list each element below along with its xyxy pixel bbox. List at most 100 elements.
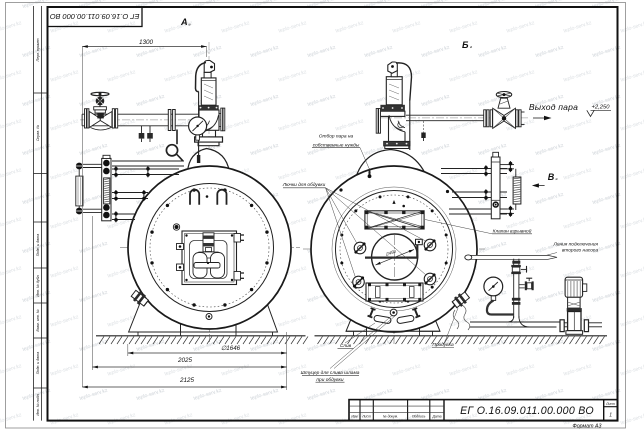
- svg-text:1300: 1300: [139, 39, 154, 46]
- svg-text:teplo-serv.kz: teplo-serv.kz: [107, 20, 137, 34]
- svg-text:teplo-serv.kz: teplo-serv.kz: [392, 363, 422, 377]
- svg-text:teplo-serv.kz: teplo-serv.kz: [563, 363, 593, 377]
- svg-text:teplo-serv.kz: teplo-serv.kz: [478, 0, 508, 10]
- svg-text:teplo-serv.kz: teplo-serv.kz: [193, 0, 223, 10]
- svg-text:Лист: Лист: [605, 402, 615, 406]
- svg-text:teplo-serv.kz: teplo-serv.kz: [449, 20, 479, 34]
- svg-text:teplo-serv.kz: teplo-serv.kz: [364, 339, 394, 353]
- svg-text:teplo-serv.kz: teplo-serv.kz: [421, 143, 451, 157]
- svg-text:teplo-serv.kz: teplo-serv.kz: [107, 363, 137, 377]
- svg-text:teplo-serv.kz: teplo-serv.kz: [193, 388, 223, 402]
- svg-text:teplo-serv.kz: teplo-serv.kz: [250, 143, 280, 157]
- svg-text:1: 1: [609, 413, 612, 419]
- svg-text:teplo-serv.kz: teplo-serv.kz: [535, 290, 565, 304]
- svg-text:teplo-serv.kz: teplo-serv.kz: [278, 118, 308, 132]
- svg-text:teplo-serv.kz: teplo-serv.kz: [22, 0, 52, 10]
- svg-text:teplo-serv.kz: teplo-serv.kz: [0, 412, 23, 426]
- svg-text:2025: 2025: [177, 357, 193, 364]
- svg-text:ЕГ О.16.09.011.00.000 ВО: ЕГ О.16.09.011.00.000 ВО: [50, 12, 140, 21]
- svg-text:teplo-serv.kz: teplo-serv.kz: [307, 94, 337, 108]
- svg-text:teplo-serv.kz: teplo-serv.kz: [506, 216, 536, 230]
- svg-text:teplo-serv.kz: teplo-serv.kz: [620, 69, 644, 83]
- svg-text:teplo-serv.kz: teplo-serv.kz: [535, 143, 565, 157]
- svg-text:teplo-serv.kz: teplo-serv.kz: [79, 0, 109, 10]
- svg-text:Дата: Дата: [432, 414, 442, 418]
- svg-text:teplo-serv.kz: teplo-serv.kz: [0, 265, 23, 279]
- svg-text:Выход пара: Выход пара: [529, 102, 578, 112]
- svg-text:при обдувки: при обдувки: [316, 377, 343, 383]
- svg-text:teplo-serv.kz: teplo-serv.kz: [221, 118, 251, 132]
- svg-text:teplo-serv.kz: teplo-serv.kz: [250, 388, 280, 402]
- svg-text:teplo-serv.kz: teplo-serv.kz: [563, 20, 593, 34]
- svg-text:Б: Б: [462, 40, 469, 50]
- svg-text:собственные нужды: собственные нужды: [313, 142, 360, 148]
- svg-text:teplo-serv.kz: teplo-serv.kz: [535, 45, 565, 59]
- svg-text:teplo-serv.kz: teplo-serv.kz: [136, 143, 166, 157]
- svg-text:⌀: ⌀: [188, 23, 191, 27]
- svg-text:teplo-serv.kz: teplo-serv.kz: [421, 94, 451, 108]
- svg-text:teplo-serv.kz: teplo-serv.kz: [0, 20, 23, 34]
- svg-text:teplo-serv.kz: teplo-serv.kz: [506, 20, 536, 34]
- svg-text:teplo-serv.kz: teplo-serv.kz: [278, 20, 308, 34]
- svg-text:Взам. инв. №: Взам. инв. №: [36, 309, 40, 331]
- svg-text:teplo-serv.kz: teplo-serv.kz: [0, 314, 23, 328]
- svg-text:teplo-serv.kz: teplo-serv.kz: [620, 412, 644, 426]
- svg-text:teplo-serv.kz: teplo-serv.kz: [364, 0, 394, 10]
- svg-text:teplo-serv.kz: teplo-serv.kz: [478, 241, 508, 255]
- svg-text:teplo-serv.kz: teplo-serv.kz: [535, 339, 565, 353]
- svg-text:№ докум.: № докум.: [383, 414, 398, 418]
- svg-text:teplo-serv.kz: teplo-serv.kz: [620, 314, 644, 328]
- svg-text:Подп. и дата: Подп. и дата: [36, 234, 40, 257]
- svg-text:Клапан взрывной: Клапан взрывной: [493, 227, 532, 234]
- svg-text:∅450: ∅450: [385, 248, 398, 257]
- svg-text:teplo-serv.kz: teplo-serv.kz: [620, 167, 644, 181]
- svg-text:teplo-serv.kz: teplo-serv.kz: [392, 118, 422, 132]
- svg-text:teplo-serv.kz: teplo-serv.kz: [50, 69, 80, 83]
- svg-text:Продувка: Продувка: [432, 342, 454, 348]
- svg-text:teplo-serv.kz: teplo-serv.kz: [335, 69, 365, 83]
- svg-text:teplo-serv.kz: teplo-serv.kz: [449, 69, 479, 83]
- svg-text:teplo-serv.kz: teplo-serv.kz: [0, 118, 23, 132]
- svg-text:teplo-serv.kz: teplo-serv.kz: [592, 0, 622, 10]
- svg-text:второго насоса: второго насоса: [562, 249, 598, 254]
- svg-text:Подп. и дата: Подп. и дата: [36, 352, 40, 375]
- svg-text:teplo-serv.kz: teplo-serv.kz: [620, 20, 644, 34]
- svg-text:teplo-serv.kz: teplo-serv.kz: [50, 118, 80, 132]
- svg-text:teplo-serv.kz: teplo-serv.kz: [335, 118, 365, 132]
- svg-text:teplo-serv.kz: teplo-serv.kz: [421, 45, 451, 59]
- svg-text:teplo-serv.kz: teplo-serv.kz: [563, 167, 593, 181]
- svg-text:teplo-serv.kz: teplo-serv.kz: [250, 45, 280, 59]
- svg-text:В: В: [548, 172, 555, 182]
- svg-text:teplo-serv.kz: teplo-serv.kz: [250, 94, 280, 108]
- svg-text:∅1646: ∅1646: [221, 345, 241, 352]
- svg-text:teplo-serv.kz: teplo-serv.kz: [335, 20, 365, 34]
- svg-text:Отбор пара на: Отбор пара на: [319, 133, 354, 139]
- svg-text:teplo-serv.kz: teplo-serv.kz: [563, 118, 593, 132]
- svg-text:Слив: Слив: [340, 343, 352, 349]
- svg-text:teplo-serv.kz: teplo-serv.kz: [620, 265, 644, 279]
- svg-text:Инв. № подл.: Инв. № подл.: [36, 393, 40, 415]
- svg-text:teplo-serv.kz: teplo-serv.kz: [307, 339, 337, 353]
- svg-text:Лючки для обдувки: Лючки для обдувки: [282, 182, 326, 188]
- svg-text:⌀: ⌀: [556, 177, 558, 181]
- svg-text:ЕГ О.16.09.011.00.000 ВО: ЕГ О.16.09.011.00.000 ВО: [460, 405, 594, 417]
- svg-text:teplo-serv.kz: teplo-serv.kz: [0, 363, 23, 377]
- svg-text:teplo-serv.kz: teplo-serv.kz: [307, 388, 337, 402]
- svg-text:Формат А3: Формат А3: [573, 423, 602, 429]
- svg-text:teplo-serv.kz: teplo-serv.kz: [278, 314, 308, 328]
- svg-text:teplo-serv.kz: teplo-serv.kz: [535, 0, 565, 10]
- svg-text:teplo-serv.kz: teplo-serv.kz: [221, 412, 251, 426]
- svg-text:Штуцер для слива шлама: Штуцер для слива шлама: [301, 370, 360, 376]
- svg-text:teplo-serv.kz: teplo-serv.kz: [449, 118, 479, 132]
- svg-text:teplo-serv.kz: teplo-serv.kz: [506, 363, 536, 377]
- svg-text:teplo-serv.kz: teplo-serv.kz: [164, 412, 194, 426]
- svg-text:teplo-serv.kz: teplo-serv.kz: [535, 192, 565, 206]
- svg-text:teplo-serv.kz: teplo-serv.kz: [107, 412, 137, 426]
- svg-text:2125: 2125: [179, 377, 195, 384]
- svg-text:teplo-serv.kz: teplo-serv.kz: [50, 412, 80, 426]
- svg-text:Справ. №: Справ. №: [36, 125, 40, 141]
- svg-text:teplo-serv.kz: teplo-serv.kz: [478, 339, 508, 353]
- svg-text:teplo-serv.kz: teplo-serv.kz: [79, 241, 109, 255]
- svg-text:Изм: Изм: [351, 414, 358, 418]
- svg-text:teplo-serv.kz: teplo-serv.kz: [392, 20, 422, 34]
